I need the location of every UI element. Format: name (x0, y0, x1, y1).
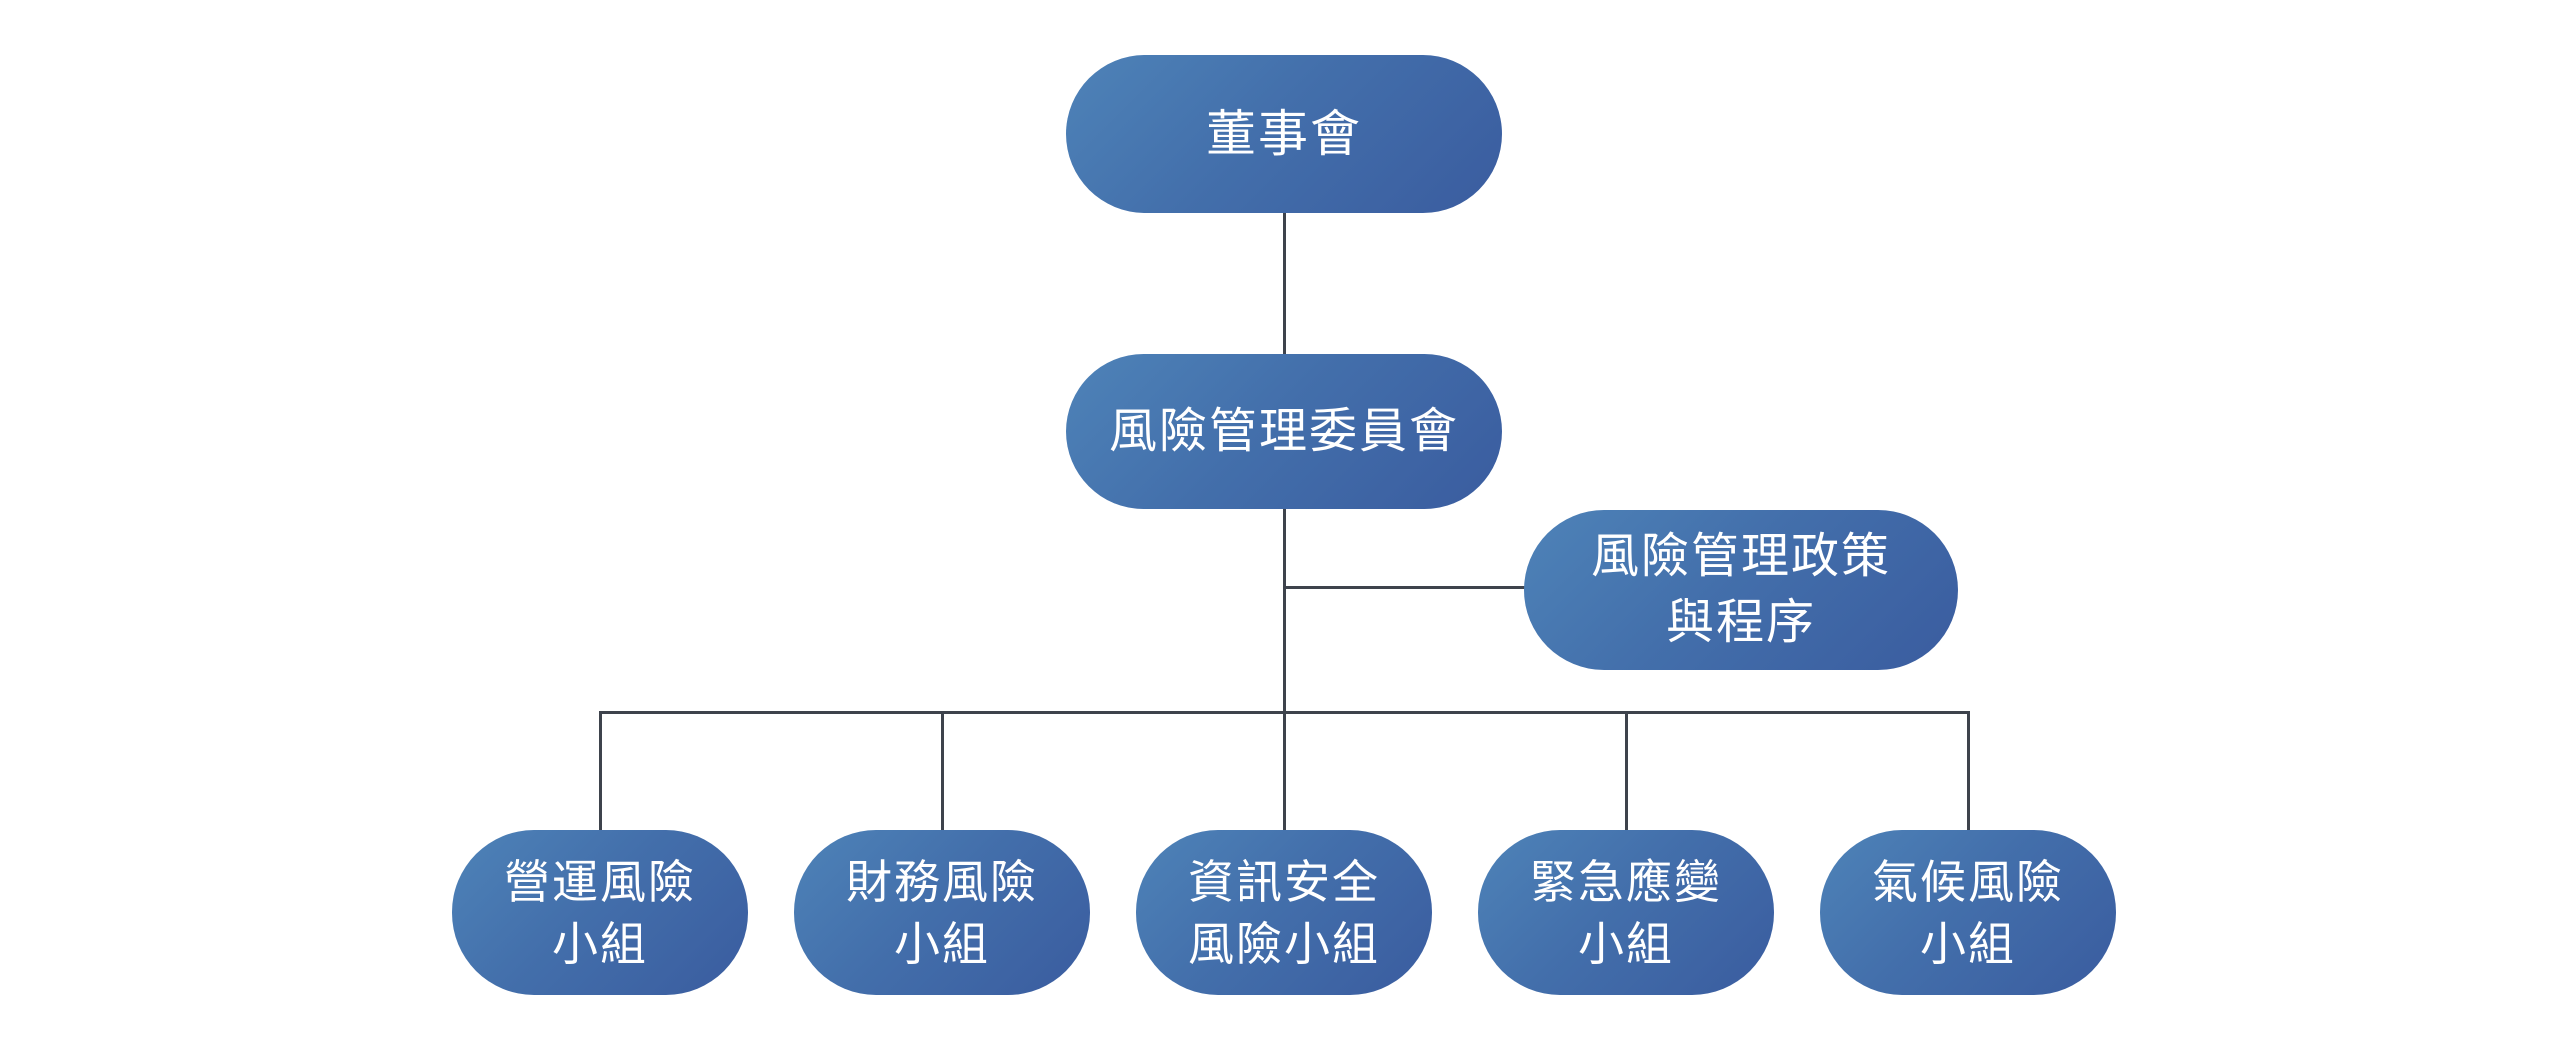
node-team-emergency-response: 緊急應變 小組 (1478, 830, 1774, 995)
connector-drop-team-operational (598, 712, 602, 830)
node-label-line1: 氣候風險 (1872, 855, 2064, 908)
node-label-line2: 小組 (1920, 917, 2016, 970)
node-label-line1: 資訊安全 (1188, 855, 1380, 908)
connector-drop-team-climate (1966, 712, 1970, 830)
connector-drop-team-emergency (1624, 712, 1628, 830)
node-label-line2: 小組 (894, 917, 990, 970)
node-label-line1: 營運風險 (504, 855, 696, 908)
node-label-line1: 緊急應變 (1530, 855, 1722, 908)
node-board-of-directors: 董事會 (1066, 55, 1502, 213)
node-team-climate-risk: 氣候風險 小組 (1820, 830, 2116, 995)
node-risk-management-committee: 風險管理委員會 (1066, 354, 1502, 509)
node-team-information-security-risk: 資訊安全 風險小組 (1136, 830, 1432, 995)
node-label-line2: 小組 (1578, 917, 1674, 970)
node-label: 董事會 (1206, 106, 1362, 162)
node-label-line2: 與程序 (1665, 596, 1816, 649)
node-label-line2: 小組 (552, 917, 648, 970)
connector-board-to-committee (1282, 213, 1286, 355)
node-team-financial-risk: 財務風險 小組 (794, 830, 1090, 995)
node-label: 風險管理委員會 (1108, 404, 1459, 458)
connector-drop-team-financial (940, 712, 944, 830)
node-label-line1: 財務風險 (846, 855, 1038, 908)
connector-branch-to-policy (1284, 585, 1525, 589)
node-label-line2: 風險小組 (1188, 917, 1380, 970)
node-team-operational-risk: 營運風險 小組 (452, 830, 748, 995)
connector-committee-to-teams-trunk (1282, 508, 1286, 830)
node-label-line1: 風險管理政策 (1590, 530, 1891, 583)
node-risk-management-policy-procedures: 風險管理政策 與程序 (1524, 510, 1958, 670)
connector-teams-bus (598, 710, 1970, 714)
